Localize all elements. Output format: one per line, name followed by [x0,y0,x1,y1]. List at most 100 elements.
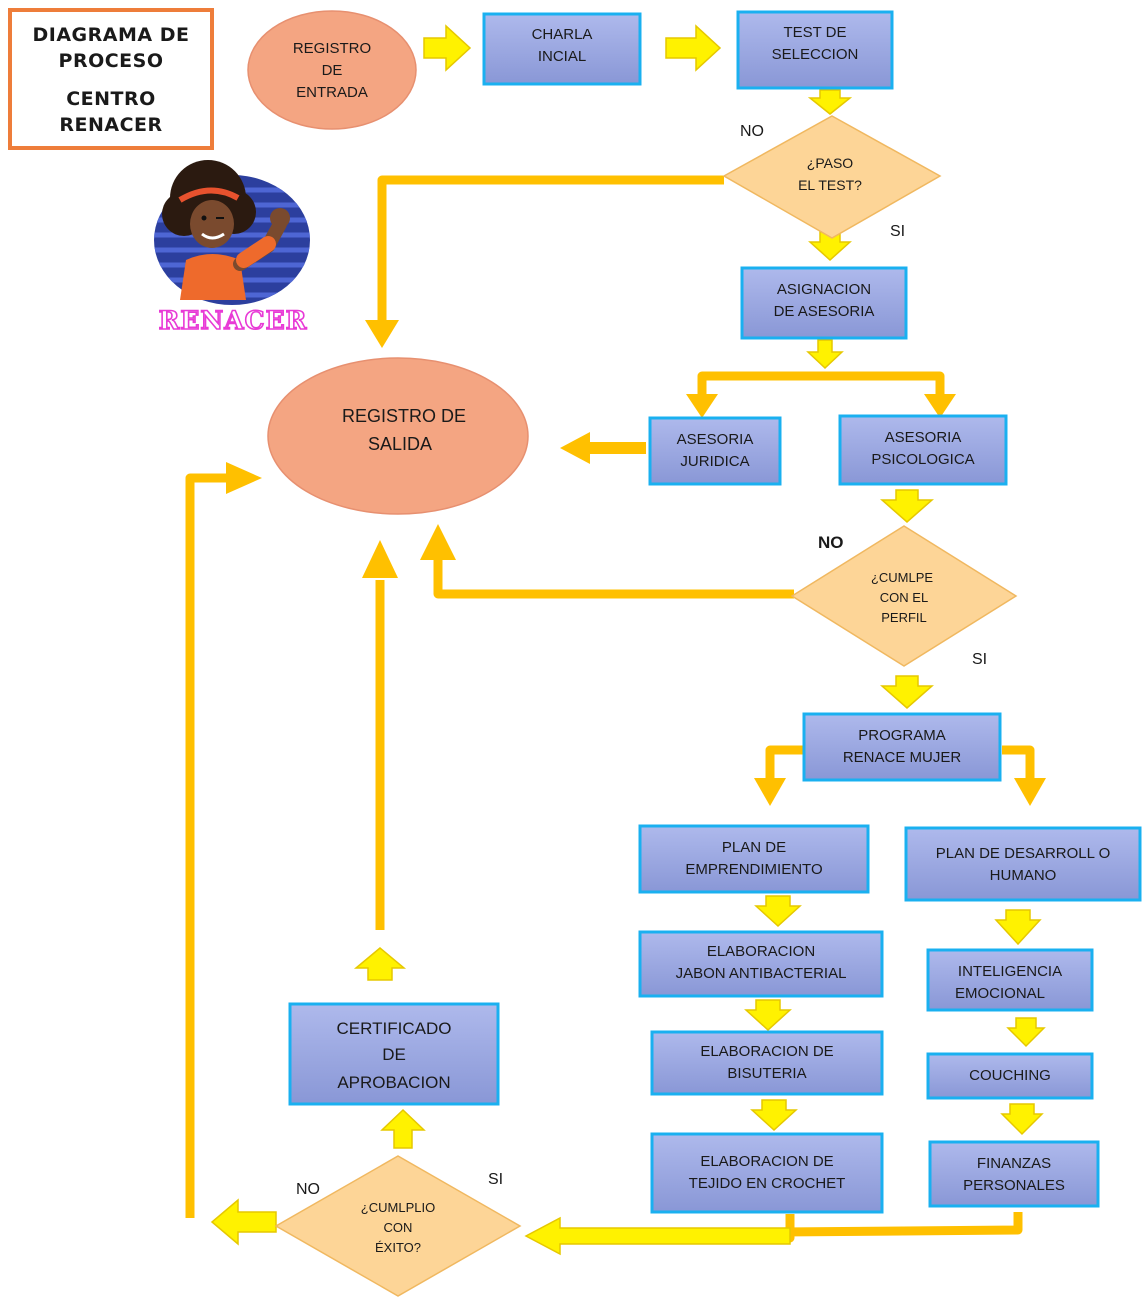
box-finanzas: FINANZAS PERSONALES [928,1140,1100,1208]
connector-lines [185,175,1035,1243]
arrow-down-psicologica [924,394,956,418]
label-no-perfil: NO [818,533,844,552]
arrow-down-salida-left [365,320,399,348]
title-line-4: RENACER [59,114,163,136]
label-no-test: NO [740,123,764,140]
svg-text:EMPRENDIMIENTO: EMPRENDIMIENTO [685,861,822,878]
svg-text:ENTRADA: ENTRADA [296,84,368,101]
box-jabon: ELABORACION JABON ANTIBACTERIAL [638,930,884,998]
ellipse-registro-salida: REGISTRO DE SALIDA [267,357,529,515]
svg-text:COUCHING: COUCHING [969,1067,1051,1084]
title-line-1: DIAGRAMA DE [32,24,190,46]
svg-text:REGISTRO: REGISTRO [293,40,371,57]
arrow-down-to-couching [1006,1017,1046,1048]
box-certificado: CERTIFICADO DE APROBACION [288,1002,500,1106]
box-plan-emprendimiento: PLAN DE EMPRENDIMIENTO [638,824,870,894]
svg-text:CON EL: CON EL [880,590,928,605]
svg-text:PERFIL: PERFIL [881,610,927,625]
label-si-exito: SI [488,1171,503,1188]
box-charla-inicial: CHARLA INCIAL [482,12,642,86]
svg-text:PLAN DE DESARROLL O: PLAN DE DESARROLL O [936,845,1111,862]
diamond-cumple-perfil: ¿CUMLPE CON EL PERFIL [790,525,1018,667]
svg-text:INTELIGENCIA: INTELIGENCIA [958,963,1062,980]
label-no-exito: NO [296,1181,320,1198]
svg-text:TEST DE: TEST DE [783,24,846,41]
box-asesoria-psicologica: ASESORIA PSICOLOGICA [838,414,1008,486]
svg-text:JURIDICA: JURIDICA [680,453,749,470]
title-line-2: PROCESO [58,50,164,72]
arrow-down-desarrollo [1014,778,1046,806]
arrow-down-to-finanzas [1000,1103,1044,1136]
svg-text:REGISTRO DE: REGISTRO DE [342,406,466,426]
arrow-down-juridica [686,394,718,418]
arrow-down-emprendimiento [754,778,786,806]
svg-text:TEJIDO EN CROCHET: TEJIDO EN CROCHET [689,1175,846,1192]
title-frame: DIAGRAMA DE PROCESO CENTRO RENACER [8,8,214,150]
svg-text:APROBACION: APROBACION [337,1073,450,1092]
svg-text:DE: DE [382,1045,406,1064]
arrow-down-to-bisuteria [744,999,792,1032]
svg-text:PERSONALES: PERSONALES [963,1177,1065,1194]
arrow-down-to-programa [880,675,934,709]
svg-text:ELABORACION: ELABORACION [707,943,815,960]
diamond-paso-test: ¿PASO EL TEST? [722,115,942,239]
arrow-down-to-perfil [880,489,934,523]
svg-text:RENACE MUJER: RENACE MUJER [843,749,962,766]
box-asesoria-juridica: ASESORIA JURIDICA [648,416,782,486]
svg-text:ELABORACION DE: ELABORACION DE [700,1043,833,1060]
svg-text:¿PASO: ¿PASO [807,155,854,171]
label-si-perfil: SI [972,651,987,668]
box-tejido: ELABORACION DE TEJIDO EN CROCHET [650,1132,884,1214]
svg-text:¿CUMLPE: ¿CUMLPE [871,570,933,585]
box-test-seleccion: TEST DE SELECCION [736,10,894,90]
arrow-down-to-tejido [750,1099,798,1132]
arrow-down-to-jabon [754,895,802,928]
arrow-up-salida-center [362,540,398,578]
svg-text:ASIGNACION: ASIGNACION [777,281,871,298]
arrow-up-to-salida [353,947,407,981]
svg-text:INCIAL: INCIAL [538,48,586,65]
svg-text:ÉXITO?: ÉXITO? [375,1240,421,1255]
svg-text:CHARLA: CHARLA [532,26,593,43]
svg-text:FINANZAS: FINANZAS [977,1155,1051,1172]
arrowheads [226,320,1046,806]
arrow-left-salida-from-juridica [560,432,646,464]
diamond-cumplio-exito: ¿CUMLPLIO CON ÉXITO? [274,1155,522,1297]
renacer-logo-text: RENACER [158,305,308,336]
ellipse-registro-entrada: REGISTRO DE ENTRADA [247,10,417,130]
arrow-down-from-asignacion [806,339,844,370]
arrow-left-to-exito [524,1216,791,1256]
box-asignacion-asesoria: ASIGNACION DE ASESORIA [740,266,908,340]
svg-text:DE ASESORIA: DE ASESORIA [774,303,875,320]
label-si-test: SI [890,223,905,240]
svg-text:EL TEST?: EL TEST? [798,177,862,193]
svg-text:CON: CON [384,1220,413,1235]
arrow-right-to-test [665,24,722,72]
svg-text:¿CUMLPLIO: ¿CUMLPLIO [361,1200,435,1215]
svg-text:ELABORACION DE: ELABORACION DE [700,1153,833,1170]
svg-text:JABON ANTIBACTERIAL: JABON ANTIBACTERIAL [676,965,847,982]
svg-text:BISUTERIA: BISUTERIA [727,1065,806,1082]
arrow-up-perfil-no [420,524,456,560]
box-inteligencia: INTELIGENCIA EMOCIONAL [926,948,1094,1012]
svg-text:HUMANO: HUMANO [990,867,1057,884]
svg-text:CERTIFICADO: CERTIFICADO [337,1019,452,1038]
arrow-up-to-certificado [380,1108,426,1149]
box-programa-renace: PROGRAMA RENACE MUJER [802,712,1002,782]
svg-text:SELECCION: SELECCION [772,46,859,63]
arrow-down-to-inteligencia [994,909,1042,946]
arrow-right-salida-left [226,462,262,494]
box-bisuteria: ELABORACION DE BISUTERIA [650,1030,884,1096]
arrow-right-to-charla [423,24,472,72]
svg-text:EMOCIONAL: EMOCIONAL [955,985,1045,1002]
svg-text:SALIDA: SALIDA [368,434,432,454]
title-line-3: CENTRO [66,88,156,110]
svg-text:PSICOLOGICA: PSICOLOGICA [871,451,974,468]
arrow-left-from-exito [210,1198,277,1246]
svg-text:DE: DE [322,62,343,79]
box-couching: COUCHING [926,1052,1094,1100]
svg-text:PROGRAMA: PROGRAMA [858,727,946,744]
box-plan-desarrollo: PLAN DE DESARROLL O HUMANO [904,826,1142,902]
svg-text:ASESORIA: ASESORIA [677,431,754,448]
